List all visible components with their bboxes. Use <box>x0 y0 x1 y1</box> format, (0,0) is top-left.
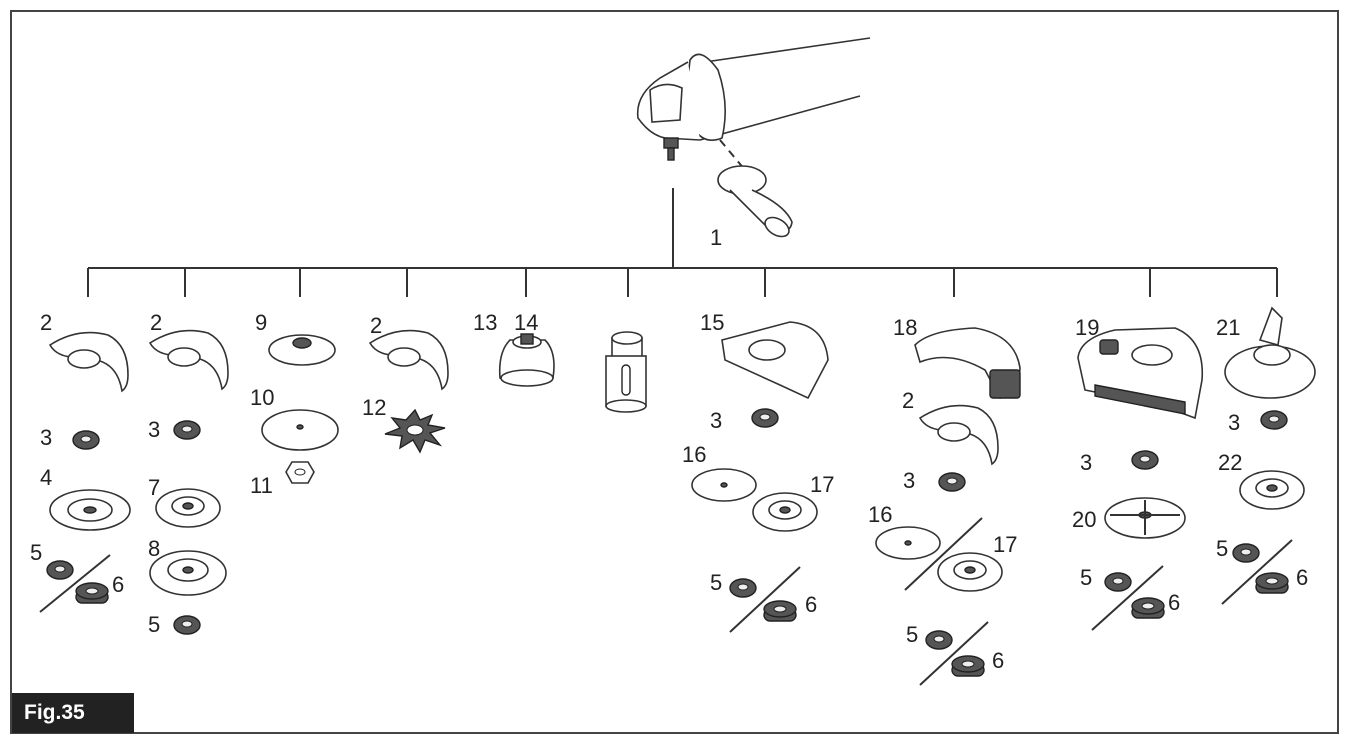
part-number-8: 8 <box>148 536 160 561</box>
part-number-2: 2 <box>150 310 162 335</box>
part-number-5: 5 <box>1080 565 1092 590</box>
part-number-2: 2 <box>40 310 52 335</box>
column-5 <box>498 333 555 387</box>
part-number-18: 18 <box>893 315 917 340</box>
column-10 <box>1221 306 1316 605</box>
column-4 <box>369 329 449 454</box>
part-number-14: 14 <box>514 310 538 335</box>
grinder-illustration <box>636 37 871 238</box>
part-number-22: 22 <box>1218 450 1242 475</box>
part-number-17: 17 <box>993 532 1017 557</box>
part-number-5: 5 <box>710 570 722 595</box>
part-number-19: 19 <box>1075 315 1099 340</box>
column-7 <box>691 321 829 633</box>
part-number-16: 16 <box>868 502 892 527</box>
column-2 <box>149 329 229 635</box>
part-number-12: 12 <box>362 395 386 420</box>
connector-tree <box>87 188 1278 297</box>
part-number-6: 6 <box>1168 590 1180 615</box>
figure-frame <box>10 10 1339 734</box>
part-number-5: 5 <box>148 612 160 637</box>
part-number-20: 20 <box>1072 507 1096 532</box>
column-8 <box>875 327 1021 686</box>
figure-label: Fig.35 <box>12 693 134 733</box>
column-6 <box>605 331 647 413</box>
column-9 <box>1077 327 1204 631</box>
column-3 <box>261 334 339 484</box>
part-number-1: 1 <box>710 225 722 250</box>
part-number-5: 5 <box>30 540 42 565</box>
part-number-3: 3 <box>148 417 160 442</box>
part-number-5: 5 <box>906 622 918 647</box>
part-number-6: 6 <box>805 592 817 617</box>
part-number-13: 13 <box>473 310 497 335</box>
part-number-17: 17 <box>810 472 834 497</box>
part-number-6: 6 <box>992 648 1004 673</box>
part-number-7: 7 <box>148 475 160 500</box>
part-number-3: 3 <box>1228 410 1240 435</box>
part-number-15: 15 <box>700 310 724 335</box>
part-number-2: 2 <box>370 313 382 338</box>
part-number-3: 3 <box>40 425 52 450</box>
part-number-21: 21 <box>1216 315 1240 340</box>
part-number-6: 6 <box>1296 565 1308 590</box>
column-1 <box>39 331 131 613</box>
part-number-9: 9 <box>255 310 267 335</box>
part-number-10: 10 <box>250 385 274 410</box>
part-number-16: 16 <box>682 442 706 467</box>
part-number-3: 3 <box>1080 450 1092 475</box>
part-number-5: 5 <box>1216 536 1228 561</box>
part-number-2: 2 <box>902 388 914 413</box>
part-number-4: 4 <box>40 465 52 490</box>
part-number-3: 3 <box>710 408 722 433</box>
part-number-11: 11 <box>250 473 273 498</box>
part-number-3: 3 <box>903 468 915 493</box>
part-number-6: 6 <box>112 572 124 597</box>
